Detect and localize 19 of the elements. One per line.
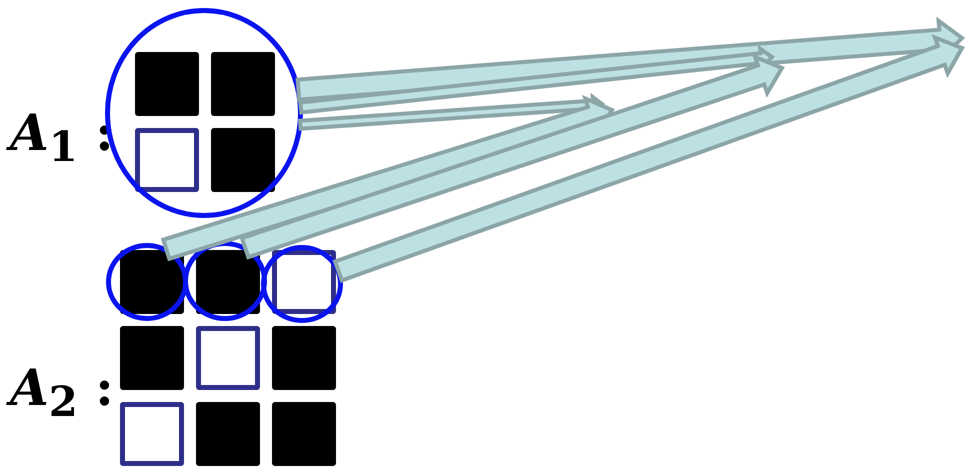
matrix-cell — [135, 128, 199, 192]
matrix-cell — [272, 402, 336, 466]
arrow — [239, 53, 785, 260]
matrix-cell — [196, 402, 260, 466]
matrix-cell — [272, 326, 336, 390]
matrix-cell — [196, 326, 260, 390]
matrix-cell — [135, 52, 199, 116]
arrow — [332, 34, 965, 283]
highlight-circle — [106, 243, 188, 321]
matrix-cell — [211, 52, 275, 116]
highlight-circle — [183, 241, 267, 321]
highlight-circle — [261, 245, 343, 323]
arrow — [298, 92, 606, 131]
arrow — [298, 44, 776, 115]
matrix-cell — [272, 250, 336, 314]
matrix-cell — [120, 326, 184, 390]
matrix-cell — [196, 250, 260, 314]
matrix-cell — [120, 402, 184, 466]
matrix-cell — [211, 128, 275, 192]
